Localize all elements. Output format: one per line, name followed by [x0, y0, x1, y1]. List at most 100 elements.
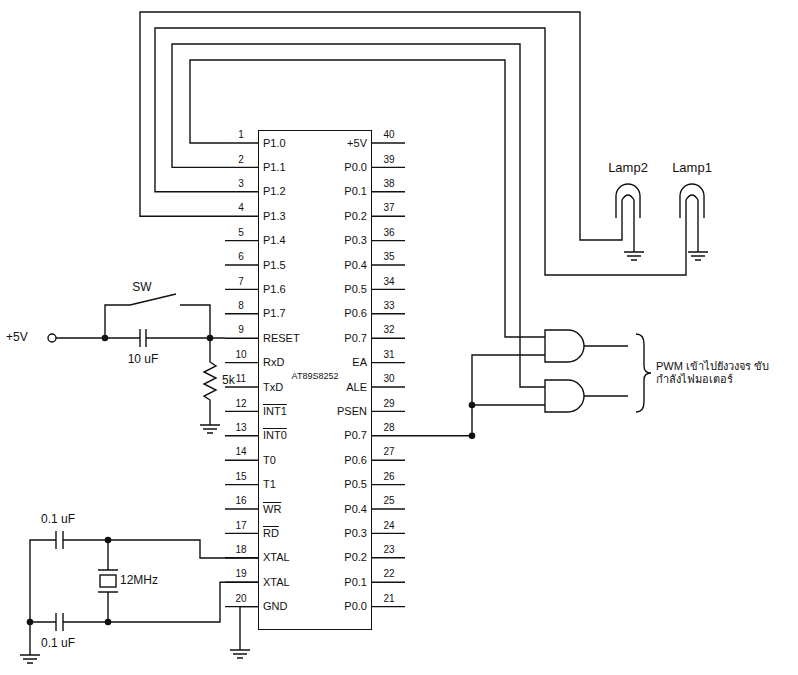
- pin-name: P0.0: [344, 600, 367, 613]
- pin-number: 38: [383, 178, 394, 190]
- pin-number: 5: [238, 227, 244, 239]
- pin-line: [372, 386, 405, 387]
- pin-line: [225, 508, 258, 509]
- pin-name: WR: [263, 503, 281, 516]
- pin-line: [225, 362, 258, 363]
- wire: [190, 60, 545, 337]
- pin-line: [225, 191, 258, 192]
- pin-line: [225, 167, 258, 168]
- pin-number: 36: [383, 227, 394, 239]
- pin-name: P0.7: [344, 332, 367, 345]
- pin-line: [225, 460, 258, 461]
- pin-number: 20: [235, 593, 246, 605]
- pin-name: XTAL: [263, 551, 290, 564]
- pin-number: 17: [235, 520, 246, 532]
- pin-line: [372, 289, 405, 290]
- pin-line: [225, 338, 258, 339]
- pin-name: P0.1: [344, 576, 367, 589]
- pin-stubs: [225, 143, 405, 607]
- pin-number: 27: [383, 446, 394, 458]
- pin-number: 32: [383, 324, 394, 336]
- pin-number: 1: [238, 129, 244, 141]
- pin-number: 4: [238, 202, 244, 214]
- supply-label: +5V: [6, 331, 28, 345]
- pin-name: RESET: [263, 332, 300, 345]
- pin-number: 22: [383, 568, 394, 580]
- pin-name: P0.1: [344, 185, 367, 198]
- wire: [405, 355, 545, 436]
- wire: [172, 44, 545, 387]
- and-gate: [545, 330, 584, 362]
- capacitor-symbol: [140, 329, 146, 347]
- pin-name: P0.2: [344, 210, 367, 223]
- pin-number: 21: [383, 593, 394, 605]
- pin-number: 39: [383, 154, 394, 166]
- pin-number: 19: [235, 568, 246, 580]
- signal-note: PWM เข้าไปยังวงจร ขับกำลังไฟมอเตอร์: [656, 360, 788, 385]
- ground-symbol: [230, 650, 250, 658]
- lamp-symbol: [616, 184, 644, 260]
- pin-name: GND: [263, 600, 287, 613]
- pin-line: [225, 264, 258, 265]
- part-name: Lamp1: [672, 161, 712, 176]
- pin-name: TxD: [263, 381, 283, 394]
- pin-line: [372, 533, 405, 534]
- chip-name: AT89S8252: [259, 371, 371, 381]
- pin-name: P0.4: [344, 503, 367, 516]
- pin-number: 30: [383, 373, 394, 385]
- pin-number: 28: [383, 422, 394, 434]
- pin-name: EA: [352, 356, 367, 369]
- pin-line: [225, 240, 258, 241]
- pin-line: [225, 142, 258, 143]
- pin-name: INT0: [263, 429, 287, 442]
- pin-line: [372, 582, 405, 583]
- pin-line: [225, 533, 258, 534]
- pin-name: P0.5: [344, 478, 367, 491]
- ground-symbol: [20, 655, 40, 663]
- pin-number: 24: [383, 520, 394, 532]
- component-value: 0.1 uF: [41, 513, 75, 527]
- pin-name: P1.4: [263, 234, 286, 247]
- pin-number: 16: [235, 495, 246, 507]
- pin-name: P0.2: [344, 551, 367, 564]
- brace: [636, 334, 651, 412]
- component-value: 10 uF: [128, 353, 159, 367]
- pin-line: [372, 191, 405, 192]
- pin-line: [225, 484, 258, 485]
- pin-number: 7: [238, 276, 244, 288]
- component-value: 5k: [222, 374, 235, 388]
- wire: [140, 12, 622, 240]
- pin-number: 11: [236, 373, 246, 385]
- junction-dot: [469, 402, 474, 407]
- part-name: Lamp2: [608, 161, 648, 176]
- junction-dot: [27, 619, 32, 624]
- pin-line: [372, 435, 405, 436]
- component-value: 12MHz: [120, 574, 158, 588]
- pin-name: P0.3: [344, 527, 367, 540]
- crystal-symbol: [98, 570, 118, 592]
- pin-name: P0.3: [344, 234, 367, 247]
- pin-name: T0: [263, 454, 276, 467]
- pin-name: P0.0: [344, 161, 367, 174]
- wire: [155, 28, 686, 275]
- wire: [584, 346, 628, 396]
- pin-name: ALE: [346, 381, 367, 394]
- pin-number: 9: [238, 324, 244, 336]
- pin-line: [372, 484, 405, 485]
- pin-number: 25: [383, 495, 394, 507]
- pin-line: [372, 508, 405, 509]
- pin-line: [225, 289, 258, 290]
- pin-name: P1.7: [263, 307, 286, 320]
- pin-line: [225, 435, 258, 436]
- pin-name: P1.6: [263, 283, 286, 296]
- pin-name: XTAL: [263, 576, 290, 589]
- pin-number: 40: [383, 129, 394, 141]
- pin-number: 29: [383, 398, 394, 410]
- pin-number: 6: [238, 251, 244, 263]
- pin-line: [372, 606, 405, 607]
- pin-line: [225, 313, 258, 314]
- pin-number: 31: [383, 349, 394, 361]
- pin-number: 13: [235, 422, 246, 434]
- pin-name: RD: [263, 527, 279, 540]
